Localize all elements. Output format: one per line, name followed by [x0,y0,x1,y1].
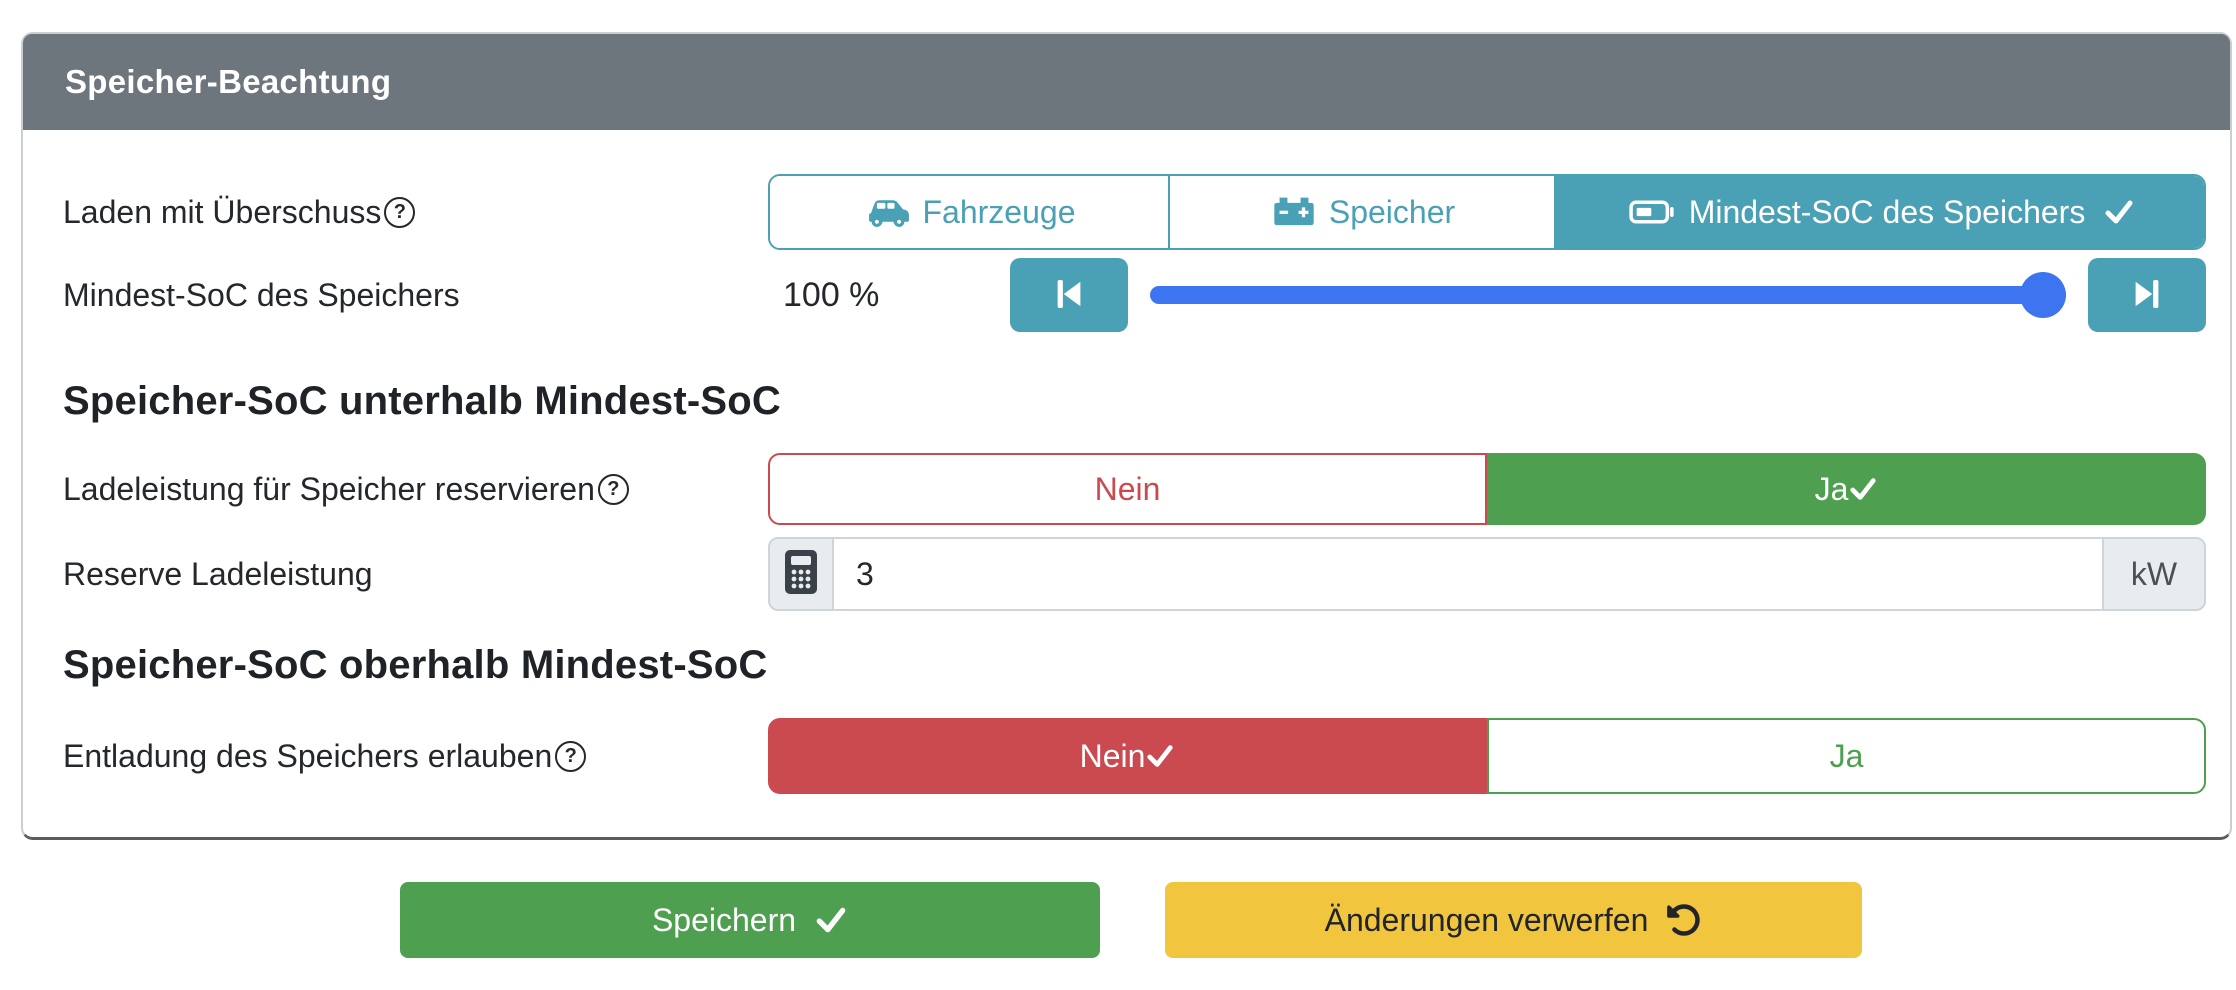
calculator-icon [783,548,819,601]
step-max-button[interactable] [2088,258,2206,332]
card-body: Laden mit Überschuss? [23,174,2230,794]
question-circle-icon[interactable]: ? [555,740,587,772]
card-header: Speicher-Beachtung [23,34,2230,130]
discharge-toggle-row: Entladung des Speichers erlauben? Nein J… [63,718,2206,794]
discharge-toggle-label: Entladung des Speichers erlauben? [63,738,768,775]
slider-thumb[interactable] [2020,272,2066,318]
min-soc-row: Mindest-SoC des Speichers 100 % [63,258,2206,332]
min-soc-label: Mindest-SoC des Speichers [63,276,460,313]
min-soc-value: 100 % [783,275,880,314]
unit-addon: kW [2102,537,2206,611]
battery-half-icon [1629,196,1675,228]
option-mindest-soc[interactable]: Mindest-SoC des Speichers [1554,176,2204,248]
section-heading-below: Speicher-SoC unterhalb Mindest-SoC [63,379,781,423]
reserve-power-input[interactable] [832,537,2102,611]
card-title: Speicher-Beachtung [65,63,392,100]
discharge-yes-button[interactable]: Ja [1487,718,2206,794]
reserve-toggle-row: Ladeleistung für Speicher reservieren? N… [63,453,2206,525]
reserve-toggle-group: Nein Ja [768,453,2206,525]
section-heading-above: Speicher-SoC oberhalb Mindest-SoC [63,643,768,687]
reserve-no-button[interactable]: Nein [768,453,1487,525]
min-soc-slider-fill [1150,286,2066,304]
skip-back-icon [1055,278,1083,313]
action-bar: Speichern Änderungen verwerfen [0,882,2236,958]
speicher-beachtung-card: Speicher-Beachtung Laden mit Überschuss? [21,32,2232,840]
car-icon [867,195,909,229]
question-circle-icon[interactable]: ? [597,473,629,505]
check-icon [814,903,848,937]
surplus-row: Laden mit Überschuss? [63,174,2206,250]
check-icon [2103,196,2135,228]
question-circle-icon[interactable]: ? [384,196,416,228]
discharge-no-button[interactable]: Nein [768,718,1487,794]
reserve-power-label: Reserve Ladeleistung [63,555,373,592]
surplus-button-group: Fahrzeuge Speicher [768,174,2206,250]
min-soc-slider[interactable] [1150,258,2066,332]
calculator-addon [768,537,832,611]
check-icon [1145,741,1175,771]
check-icon [1848,474,1878,504]
save-button[interactable]: Speichern [400,882,1100,958]
discard-button[interactable]: Änderungen verwerfen [1165,882,1862,958]
car-battery-icon [1273,196,1315,228]
reserve-power-input-group: kW [768,537,2206,611]
step-min-button[interactable] [1010,258,1128,332]
reserve-power-row: Reserve Ladeleistung [63,537,2206,611]
skip-forward-icon [2133,278,2161,313]
surplus-label: Laden mit Überschuss? [63,194,768,231]
discharge-toggle-group: Nein Ja [768,718,2206,794]
reserve-yes-button[interactable]: Ja [1487,453,2206,525]
reserve-toggle-label: Ladeleistung für Speicher reservieren? [63,471,768,508]
option-speicher[interactable]: Speicher [1168,176,1554,248]
undo-icon [1666,902,1702,938]
option-fahrzeuge[interactable]: Fahrzeuge [770,176,1168,248]
